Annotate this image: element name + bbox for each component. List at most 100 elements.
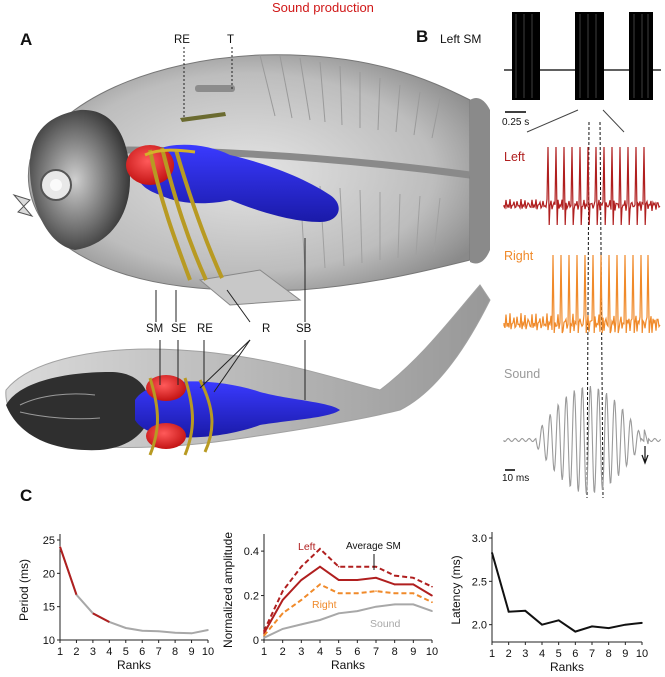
dashed-line-2 (599, 121, 604, 499)
data-point (524, 610, 527, 612)
highlight-segment (92, 612, 110, 623)
x-tick-label: 9 (410, 646, 416, 658)
data-point (431, 594, 433, 597)
y-tick-label: 15 (43, 602, 55, 614)
y-tick-label: 0.2 (244, 591, 259, 603)
x-axis-label: Ranks (331, 658, 365, 672)
x-tick-label: 1 (57, 646, 63, 658)
data-point (157, 630, 160, 633)
y-tick-label: 2.5 (472, 576, 487, 588)
x-tick-label: 7 (373, 646, 379, 658)
x-tick-label: 3 (90, 646, 96, 658)
data-point (412, 576, 415, 579)
data-point (319, 619, 321, 621)
x-tick-label: 8 (172, 646, 178, 658)
data-point (356, 565, 359, 568)
data-point (190, 632, 193, 635)
label-re-top: RE (174, 34, 190, 46)
left-sm-bursts (504, 12, 661, 100)
panel-b-letter: B (416, 27, 429, 46)
data-point (393, 592, 396, 595)
data-point (174, 631, 176, 634)
panel-a-letter: A (20, 30, 33, 49)
y-tick-label: 0.4 (244, 546, 259, 558)
arrow-icon (641, 446, 649, 465)
data-point (281, 599, 284, 601)
data-point (207, 629, 209, 631)
x-tick-label: 3 (298, 646, 304, 658)
data-point (412, 592, 415, 595)
x-tick-label: 6 (572, 648, 578, 660)
sound-waveform (503, 386, 662, 494)
data-point (281, 612, 284, 615)
y-tick-label: 0 (253, 635, 259, 647)
data-point (281, 628, 284, 630)
series-label: Left (298, 541, 316, 553)
x-tick-label: 4 (317, 646, 323, 658)
data-point (300, 623, 303, 626)
data-point (431, 585, 433, 588)
series-line (263, 565, 433, 634)
data-point (393, 583, 396, 586)
y-axis-label: Normalized amplitude (222, 532, 235, 648)
series-label: Average SM (346, 541, 401, 552)
y-tick-label: 25 (43, 535, 55, 547)
y-axis-label: Period (ms) (17, 559, 31, 621)
data-point (412, 583, 415, 586)
data-point (300, 599, 303, 601)
x-tick-label: 4 (106, 646, 112, 658)
data-point (300, 565, 303, 568)
label-sm: SM (146, 323, 164, 335)
series-line (491, 552, 643, 633)
x-tick-label: 8 (606, 648, 612, 660)
series-label: Right (312, 599, 337, 611)
panel-c-letter: C (20, 486, 33, 505)
data-point (624, 623, 627, 626)
data-point (337, 565, 340, 568)
trace-waveform (503, 146, 661, 226)
data-point (281, 590, 284, 592)
x-tick-label: 10 (636, 648, 648, 660)
label-r: R (262, 323, 271, 335)
x-axis-label: Ranks (550, 660, 584, 674)
panel-b-traces (503, 12, 662, 499)
data-point (356, 579, 359, 581)
data-point (337, 612, 340, 615)
x-tick-label: 4 (539, 648, 545, 660)
y-tick-label: 10 (43, 635, 55, 647)
data-point (263, 636, 265, 639)
series-label: Sound (370, 618, 401, 630)
x-tick-label: 10 (426, 646, 438, 658)
x-tick-label: 5 (336, 646, 342, 658)
sound-trace (503, 386, 662, 494)
trace-label-left: Left (504, 150, 525, 164)
x-tick-label: 9 (188, 646, 194, 658)
scale-top-label: 0.25 s (502, 117, 530, 128)
data-point (319, 548, 321, 550)
data-point (393, 574, 396, 577)
data-point (431, 601, 433, 604)
label-se: SE (171, 323, 187, 335)
x-tick-label: 10 (202, 646, 214, 658)
y-tick-label: 2.0 (472, 620, 487, 632)
series-line (263, 603, 433, 639)
data-point (319, 565, 321, 568)
data-point (541, 623, 543, 626)
x-tick-label: 1 (489, 648, 495, 660)
data-point (263, 634, 265, 637)
scale-bottom-label: 10 ms (502, 473, 530, 484)
data-point (641, 622, 643, 624)
x-tick-label: 7 (589, 648, 595, 660)
y-axis-label: Latency (ms) (449, 555, 463, 624)
x-tick-label: 2 (506, 648, 512, 660)
x-tick-label: 2 (280, 646, 286, 658)
lateral-fish-view (12, 54, 490, 306)
data-point (375, 565, 377, 568)
series-line (263, 547, 433, 632)
trace-label-right: Right (504, 249, 534, 263)
x-tick-label: 2 (73, 646, 79, 658)
x-tick-label: 5 (123, 646, 129, 658)
data-point (375, 605, 377, 608)
